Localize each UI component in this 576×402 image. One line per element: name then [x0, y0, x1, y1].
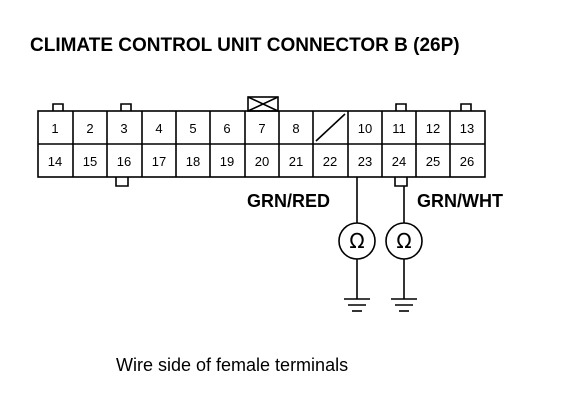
unused-terminal-mark — [315, 113, 346, 142]
pin-label: 4 — [155, 121, 162, 136]
ohmmeter-probe-2: Ω — [385, 186, 423, 312]
pin-label: 6 — [223, 121, 230, 136]
ohmmeter-probe-1: Ω — [338, 177, 376, 312]
ground-icon — [344, 298, 370, 312]
pin-label: 7 — [258, 121, 265, 136]
diagram-caption: Wire side of female terminals — [116, 355, 348, 375]
pin-label: 12 — [426, 121, 440, 136]
terminal-grid-lines — [72, 111, 451, 177]
pin-label: 11 — [392, 121, 406, 136]
ohm-icon: Ω — [349, 229, 364, 253]
wire-label-grn-red: GRN/RED — [247, 191, 330, 211]
pin-label: 25 — [426, 154, 440, 169]
pin-label: 19 — [220, 154, 234, 169]
pin-label: 2 — [86, 121, 93, 136]
bottom-tab-right — [394, 177, 408, 187]
pin-label: 15 — [83, 154, 97, 169]
top-tab-left — [52, 103, 64, 111]
pin-label: 22 — [323, 154, 337, 169]
wire-label-grn-wht: GRN/WHT — [417, 191, 503, 211]
pin-label: 23 — [358, 154, 372, 169]
lock-latch — [247, 96, 279, 112]
diagram-title: CLIMATE CONTROL UNIT CONNECTOR B (26P) — [30, 35, 460, 56]
pin-label: 5 — [189, 121, 196, 136]
pin-label: 3 — [120, 121, 127, 136]
bottom-tab-left — [115, 177, 129, 187]
pin-label: 13 — [460, 121, 474, 136]
connector-body — [37, 96, 486, 187]
pin-label: 16 — [117, 154, 131, 169]
pin-label: 14 — [48, 154, 62, 169]
pin-label: 1 — [51, 121, 58, 136]
bottom-row-pins: 14 15 16 17 18 19 20 21 22 23 24 25 26 — [48, 154, 474, 169]
ohm-icon: Ω — [396, 229, 411, 253]
pin-label: 17 — [152, 154, 166, 169]
pin-label: 8 — [292, 121, 299, 136]
pin-label: 10 — [358, 121, 372, 136]
top-tab-right-1 — [395, 103, 407, 111]
top-row-pins: 1 2 3 4 5 6 7 8 10 11 12 13 — [51, 121, 474, 136]
pin-label: 24 — [392, 154, 406, 169]
pin-label: 26 — [460, 154, 474, 169]
pin-label: 18 — [186, 154, 200, 169]
pin-label: 20 — [255, 154, 269, 169]
pin-label: 21 — [289, 154, 303, 169]
top-tab-mid — [120, 103, 132, 111]
ground-icon — [391, 298, 417, 312]
top-tab-right-2 — [460, 103, 472, 111]
